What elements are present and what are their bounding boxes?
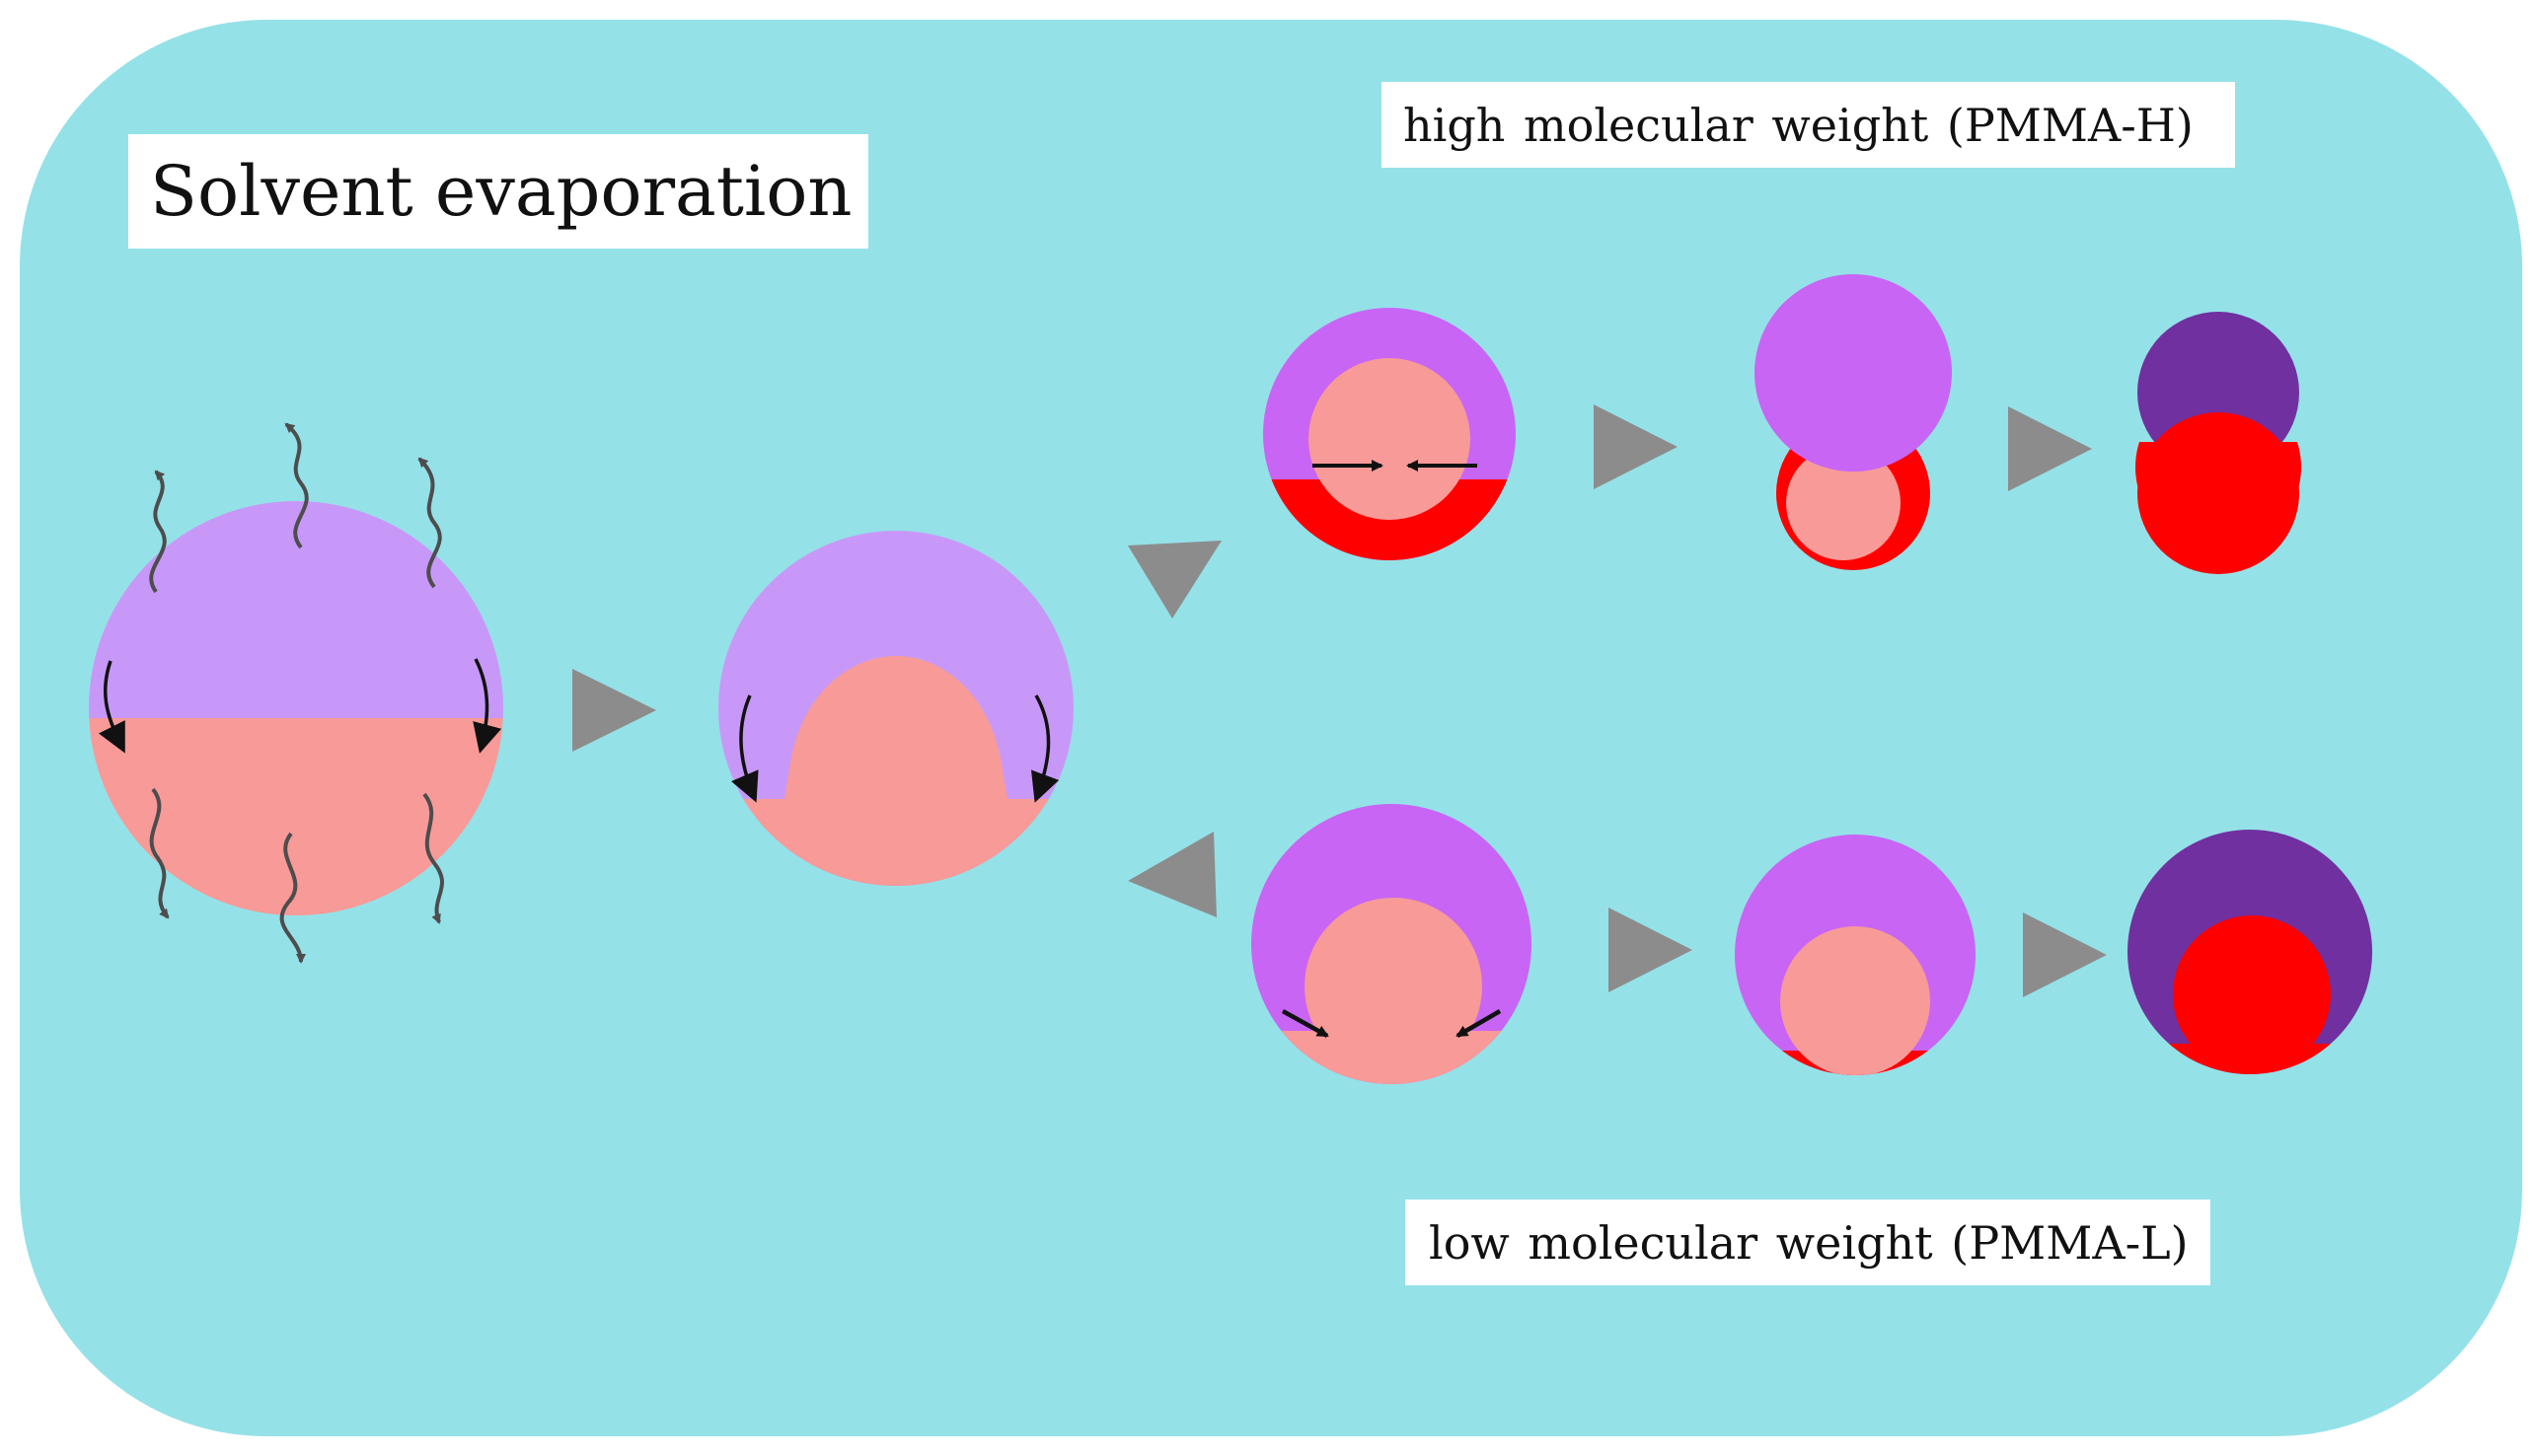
branch-arrow-down xyxy=(1128,832,1217,917)
particle-low-3 xyxy=(2127,830,2372,1074)
particle-low-2 xyxy=(1735,835,1976,1075)
high-mw-label: high molecular weight (PMMA-H) xyxy=(1403,98,2194,152)
particle-high-3 xyxy=(2135,312,2301,574)
flow-arrow-icon xyxy=(730,694,759,803)
flow-arrow-icon xyxy=(1455,1009,1502,1038)
low-mw-label-box: low molecular weight (PMMA-L) xyxy=(1405,1200,2210,1285)
wavy-arrow-icon xyxy=(422,792,445,924)
high-mw-label-box: high molecular weight (PMMA-H) xyxy=(1381,82,2235,168)
wavy-arrow-icon xyxy=(284,422,309,549)
flow-arrows-intermediate xyxy=(730,694,1060,803)
evaporation-wavy-arrows-bottom xyxy=(149,787,445,964)
particle-intermediate xyxy=(718,531,1074,886)
particle-high-2 xyxy=(1754,274,1952,570)
wavy-arrow-icon xyxy=(417,457,442,589)
step-arrow-low-1 xyxy=(1608,908,1692,992)
step-arrow-high-2 xyxy=(2008,406,2092,491)
title-box: Solvent evaporation xyxy=(128,134,868,249)
branch-arrow-up xyxy=(1128,541,1222,619)
wavy-arrow-icon xyxy=(149,470,167,594)
particle-low-1 xyxy=(1251,804,1531,1084)
wavy-arrow-icon xyxy=(149,787,170,919)
flow-arrow-icon xyxy=(98,660,125,754)
step-arrow-1 xyxy=(572,669,656,752)
wavy-arrow-icon xyxy=(279,832,306,964)
flow-arrow-icon xyxy=(1281,1009,1329,1038)
flow-arrow-icon xyxy=(1030,694,1060,803)
flow-arrows-low xyxy=(1281,1009,1502,1038)
title-text: Solvent evaporation xyxy=(150,151,853,232)
flow-arrow-icon xyxy=(473,658,502,754)
low-mw-label: low molecular weight (PMMA-L) xyxy=(1429,1215,2189,1270)
step-arrow-low-2 xyxy=(2023,912,2107,997)
step-arrow-high-1 xyxy=(1594,404,1678,489)
evaporation-wavy-arrows-top xyxy=(149,422,442,594)
flow-arrows-initial xyxy=(98,658,502,754)
